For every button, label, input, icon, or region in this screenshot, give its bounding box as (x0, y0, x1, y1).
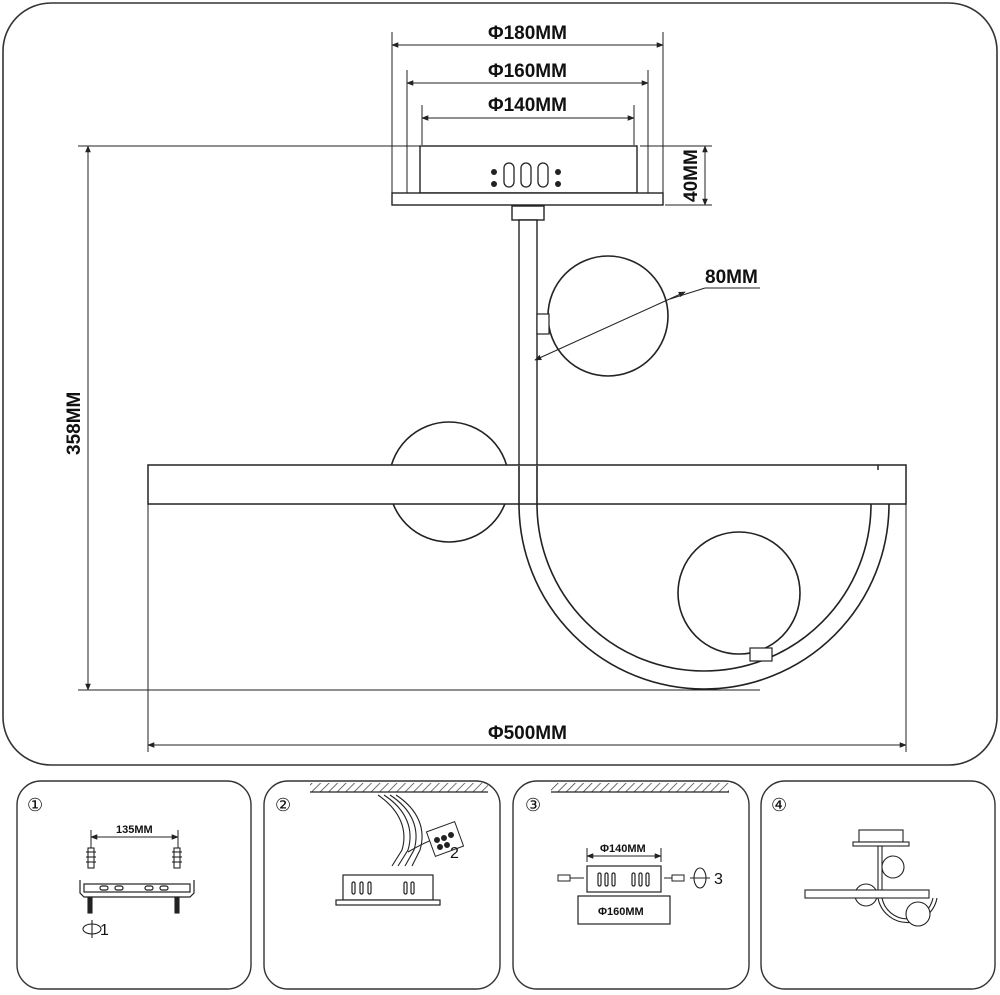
step-1-number: ① (27, 795, 43, 816)
dim-top-outer: Φ180MM (488, 23, 567, 44)
step-3-dim-top: Φ140MM (600, 843, 646, 855)
horizontal-bar (147, 464, 907, 505)
step-2-label: 2 (450, 845, 459, 862)
canopy-slots (503, 162, 549, 188)
dim-top-inner: Φ140MM (488, 95, 567, 116)
globe-dimension (534, 287, 760, 361)
step-1-dim: 135MM (116, 824, 153, 836)
step-1-bolts (87, 896, 180, 914)
step-3-label: 3 (714, 871, 723, 888)
step-4-number: ④ (771, 795, 787, 816)
step-3-ceiling (551, 783, 729, 792)
step-3-dim-top (586, 848, 662, 862)
step-3-side-screws (557, 874, 685, 882)
step-3-bracket (586, 865, 662, 893)
step-1-label: 1 (100, 922, 109, 939)
step-3-rotate-icon (690, 867, 710, 889)
step-3-canopy (577, 895, 671, 925)
dim-canopy-height: 40MM (681, 149, 702, 202)
canopy-screw-holes (491, 169, 561, 187)
dim-height: 358MM (64, 392, 85, 455)
upper-globe (547, 255, 669, 377)
step-3-dim-bottom: Φ160MM (598, 906, 644, 918)
step-2-wires (377, 794, 439, 867)
step-2-canopy (335, 874, 441, 906)
lower-globe (677, 531, 801, 655)
dim-globe: 80MM (705, 267, 758, 288)
step-3-number: ③ (525, 795, 541, 816)
rotate-icon (82, 920, 102, 938)
top-dimensions (391, 32, 664, 195)
connector-block (425, 821, 465, 857)
step-4-panel (760, 780, 996, 990)
dim-top-mid: Φ160MM (488, 61, 567, 82)
step-1-screws (86, 847, 182, 869)
ceiling-canopy (391, 145, 664, 206)
dim-width: Φ500MM (488, 723, 567, 744)
step-4-lamp (804, 829, 938, 927)
step-2-ceiling (310, 783, 488, 792)
canopy-height-dimension (640, 145, 712, 206)
step-1-panel (16, 780, 252, 990)
step-2-panel (263, 780, 501, 990)
height-dimension (78, 145, 760, 691)
step-3-panel (512, 780, 750, 990)
pendant-stem (511, 205, 545, 467)
curved-arm (518, 466, 890, 690)
mounting-bracket (79, 880, 195, 898)
step-2-number: ② (275, 795, 291, 816)
width-dimension (147, 504, 907, 752)
upper-globe-holder (536, 313, 550, 335)
lower-globe-holder (749, 647, 773, 662)
main-panel-frame (2, 2, 998, 766)
step-1-dimension (90, 830, 179, 848)
